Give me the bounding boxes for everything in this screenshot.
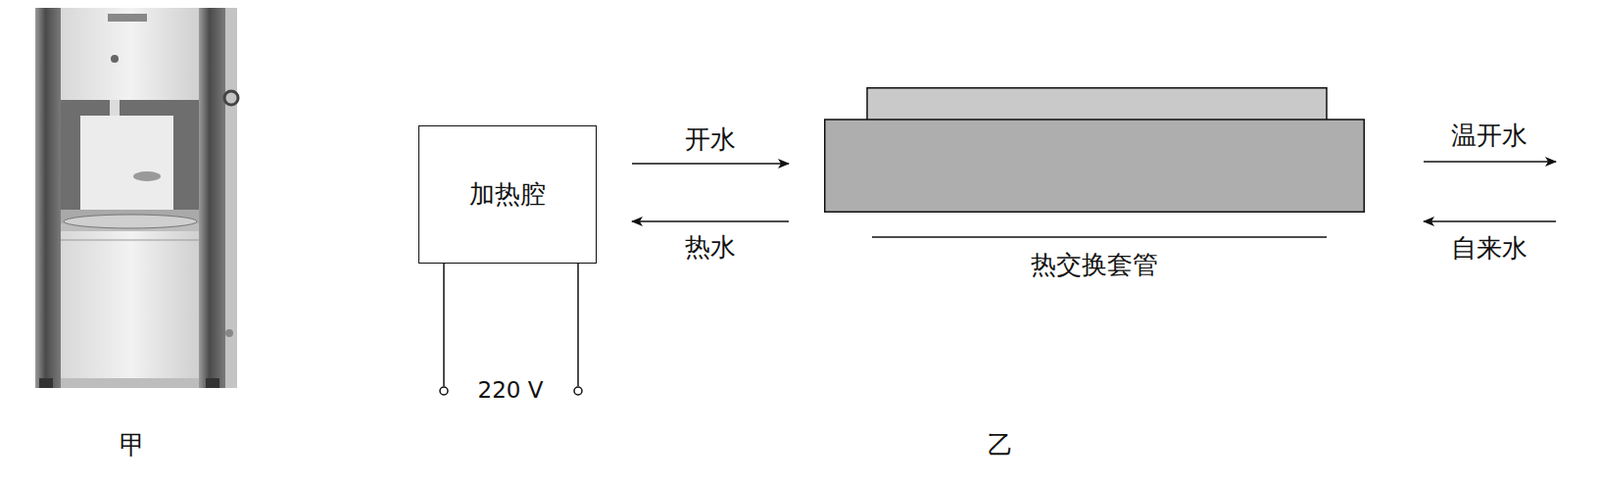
flow-arrow <box>631 162 789 165</box>
power-wires <box>439 263 582 395</box>
process-box: 加热腔 <box>418 125 597 264</box>
water-dispenser-photo <box>35 7 239 388</box>
node-text: 加热腔 <box>469 179 546 210</box>
tube-span-line <box>872 236 1327 239</box>
inflow-arrow <box>1423 220 1556 223</box>
heat-exchanger-tube: 热交换套管 <box>824 87 1365 213</box>
flow-label: 温开水 <box>1451 120 1528 151</box>
edge-label: 开水 <box>684 124 736 155</box>
flow-arrow <box>631 220 789 223</box>
edge-label: 热水 <box>684 232 736 263</box>
figure-label: 乙 <box>987 430 1014 461</box>
tube-outline <box>824 87 1365 213</box>
voltage-label: 220 V <box>478 377 544 405</box>
figure-label: 甲 <box>119 430 146 461</box>
outflow-arrow <box>1423 160 1556 163</box>
tube-caption: 热交换套管 <box>1030 249 1159 281</box>
flow-label: 自来水 <box>1451 233 1528 264</box>
